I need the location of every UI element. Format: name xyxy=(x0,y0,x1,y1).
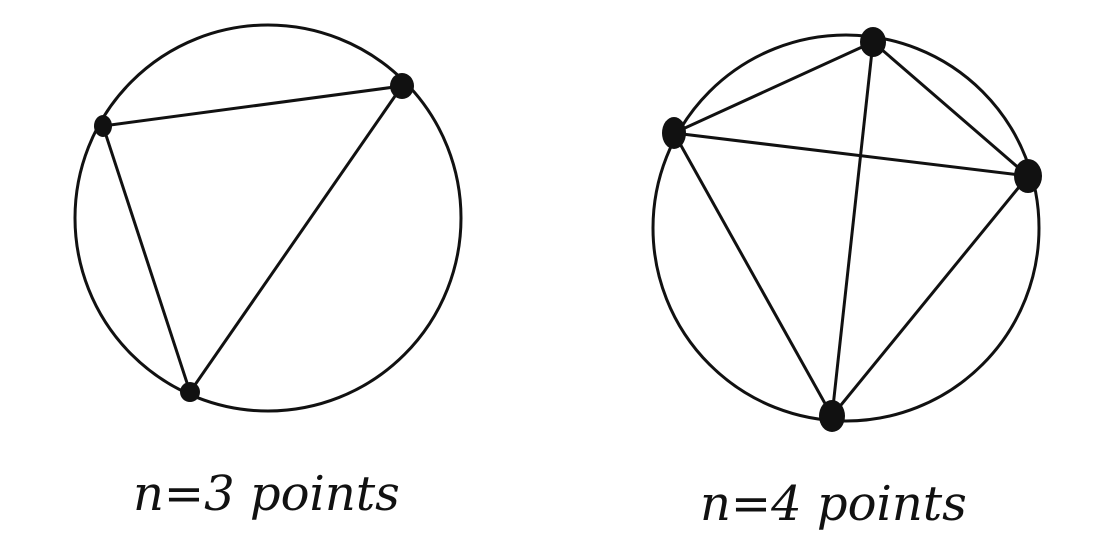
point-n4-a xyxy=(662,117,686,149)
caption-n4: n=4 points xyxy=(700,476,967,532)
point-n4-b xyxy=(860,27,886,57)
point-n3-c xyxy=(180,382,200,402)
chord-n4-ad xyxy=(672,132,834,417)
figure-n3: n=3 points xyxy=(73,23,463,522)
point-n4-c xyxy=(1014,159,1042,193)
chord-n4-bd xyxy=(830,41,875,417)
chord-n4-cd xyxy=(830,175,1030,417)
chord-n4-ac xyxy=(673,131,1029,178)
circle-n3 xyxy=(73,23,463,413)
chord-n3-ab xyxy=(102,84,403,128)
chord-n4-bc xyxy=(872,40,1029,178)
point-n3-b xyxy=(390,73,414,99)
point-n3-a xyxy=(94,115,112,137)
figure-n4: n=4 points xyxy=(651,27,1042,532)
circle-n4 xyxy=(651,33,1041,423)
chord-n3-bc xyxy=(188,85,404,393)
chord-n3-ac xyxy=(101,125,192,393)
point-n4-d xyxy=(819,400,845,432)
chord-n4-ab xyxy=(673,40,874,135)
caption-n3: n=3 points xyxy=(133,466,400,522)
